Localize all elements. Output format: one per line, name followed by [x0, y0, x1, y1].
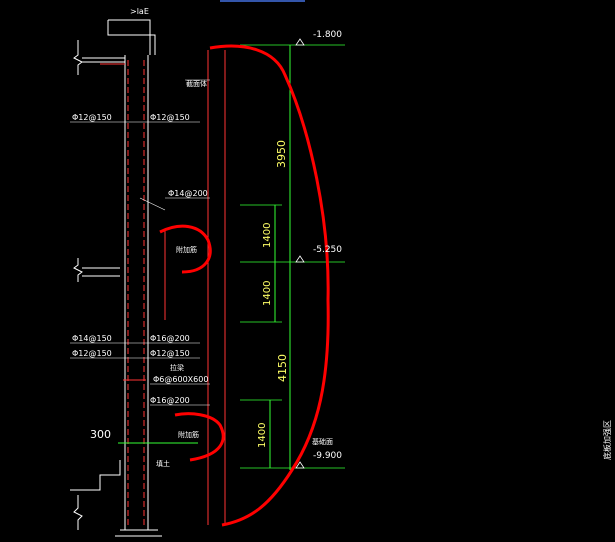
level-marker-bottom [295, 461, 305, 469]
side-note-text: 底板加强区 [602, 420, 612, 460]
dim-3950-text: 3950 [275, 140, 288, 168]
dim-1400-a-text: 1400 [262, 223, 273, 248]
break-symbol-top [73, 40, 83, 75]
rebar-top-left-text: Φ12@150 [72, 113, 112, 122]
footing-step [70, 460, 121, 491]
markup-curve-large [209, 44, 330, 527]
rebar-center-text: Φ14@200 [168, 189, 208, 198]
dim-1400-c-text: 1400 [257, 423, 268, 448]
add-bar-label-1: 附加筋 [176, 245, 197, 254]
dim-1400-b-text: 1400 [262, 281, 273, 306]
leader-center-diag [139, 197, 166, 211]
foundation-label: 基础面 [312, 437, 333, 446]
rebar-bot-left-2-text: Φ12@150 [72, 349, 112, 358]
rebar-top-right-text: Φ12@150 [150, 113, 190, 122]
rebar-bot-right-1-text: Φ16@200 [150, 334, 190, 343]
beam-label: 拉梁 [170, 363, 184, 372]
level-marker-top [295, 38, 305, 46]
waterproof-label: 截面体 [186, 79, 207, 88]
level-bottom-text: -9.900 [313, 451, 342, 461]
rebar-bot-left-1-text: Φ14@150 [72, 334, 112, 343]
dim-4150-text: 4150 [276, 354, 289, 382]
lae-callout-line [108, 19, 151, 55]
lae-callout-line-2 [107, 20, 156, 55]
level-marker-mid [295, 255, 305, 263]
rebar-bot-right-3-text: Φ16@200 [150, 396, 190, 405]
rebar-bot-right-2-text: Φ12@150 [150, 349, 190, 358]
break-symbol-mid [73, 258, 83, 282]
level-top-text: -1.800 [313, 30, 342, 40]
stirrup-text: Φ6@600X600 [153, 375, 208, 384]
markup-curve-small-2 [174, 412, 225, 462]
backfill-label: 填土 [156, 459, 170, 468]
dim-300-text: 300 [90, 428, 111, 441]
lae-callout-text: >laE [130, 7, 149, 16]
markup-curve-small-1 [159, 224, 212, 274]
add-bar-label-2: 附加筋 [178, 430, 199, 439]
level-mid-text: -5.250 [313, 245, 342, 255]
break-symbol-bottom [73, 495, 83, 530]
